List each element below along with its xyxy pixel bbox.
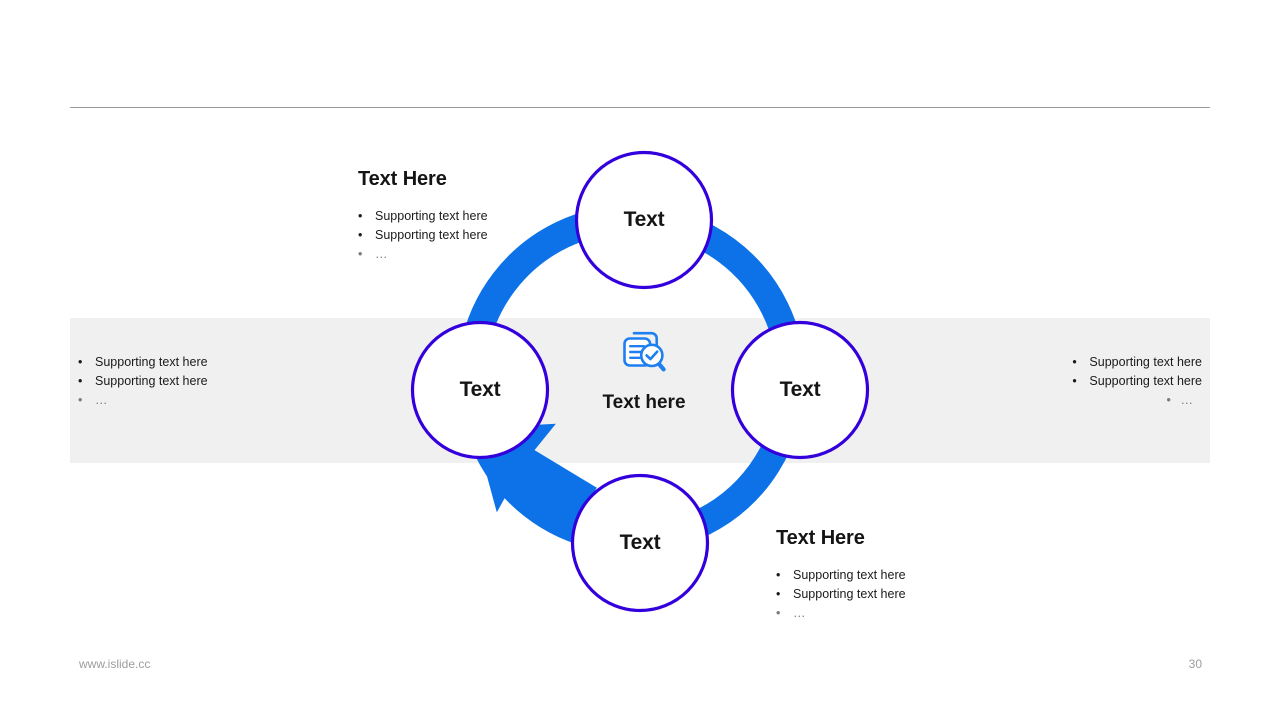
bullet-marker: •	[358, 228, 363, 242]
text-block-left: • Supporting text here • Supporting text…	[78, 353, 208, 410]
list-item: • …	[776, 604, 906, 623]
bullet-text: Supporting text here	[95, 374, 208, 388]
list-item: • …	[78, 391, 208, 410]
bullet-marker: •	[776, 568, 781, 582]
bullet-marker: •	[776, 606, 781, 620]
cycle-diagram	[410, 150, 870, 613]
list-item: • …	[358, 245, 488, 264]
center-label: Text here	[602, 392, 686, 413]
block-heading-top-left: Text Here	[358, 168, 447, 190]
text-block-top-left: Text Here • Supporting text here • Suppo…	[358, 168, 488, 264]
list-item: • Supporting text here	[358, 207, 488, 226]
block-heading-bottom-right: Text Here	[776, 527, 865, 549]
list-item: • …	[1010, 391, 1202, 410]
list-item: • Supporting text here	[1010, 353, 1202, 372]
node-label-left: Text	[459, 378, 501, 401]
node-circle-top[interactable]	[574, 150, 714, 290]
bullet-marker: •	[1072, 355, 1077, 369]
list-item: • Supporting text here	[1010, 372, 1202, 391]
bullet-text: Supporting text here	[375, 228, 488, 242]
bullet-marker: •	[78, 393, 83, 407]
bullet-text: …	[793, 606, 807, 620]
node-circle-left[interactable]	[410, 320, 550, 460]
node-label-right: Text	[779, 378, 821, 401]
header-divider	[70, 107, 1210, 108]
bullet-text: …	[375, 247, 389, 261]
node-label-top: Text	[623, 208, 665, 231]
list-item: • Supporting text here	[776, 566, 906, 585]
list-item: • Supporting text here	[358, 226, 488, 245]
bullet-marker: •	[776, 587, 781, 601]
bullet-list-left: • Supporting text here • Supporting text…	[78, 353, 208, 410]
bullet-list-top-left: • Supporting text here • Supporting text…	[358, 207, 488, 264]
node-circle-right[interactable]	[730, 320, 870, 460]
bullet-text: Supporting text here	[375, 209, 488, 223]
bullet-text: …	[95, 393, 109, 407]
list-item: • Supporting text here	[78, 372, 208, 391]
bullet-text: Supporting text here	[1089, 355, 1202, 369]
bullet-marker: •	[1166, 393, 1171, 407]
bullet-text: Supporting text here	[793, 568, 906, 582]
bullet-marker: •	[358, 247, 363, 261]
bullet-text: Supporting text here	[793, 587, 906, 601]
list-item: • Supporting text here	[78, 353, 208, 372]
footer-url[interactable]: www.islide.cc	[79, 657, 151, 671]
bullet-list-right: • Supporting text here • Supporting text…	[1010, 353, 1202, 410]
bullet-text: …	[1180, 393, 1194, 407]
node-label-bottom: Text	[619, 531, 661, 554]
text-block-right: • Supporting text here • Supporting text…	[1010, 353, 1202, 410]
bullet-list-bottom-right: • Supporting text here • Supporting text…	[776, 566, 906, 623]
bullet-marker: •	[1072, 374, 1077, 388]
bullet-text: Supporting text here	[1089, 374, 1202, 388]
document-search-check-icon	[623, 331, 666, 372]
list-item: • Supporting text here	[776, 585, 906, 604]
bullet-marker: •	[358, 209, 363, 223]
node-circle-bottom[interactable]	[570, 473, 710, 613]
text-block-bottom-right: Text Here • Supporting text here • Suppo…	[776, 527, 906, 623]
page-number: 30	[1188, 657, 1202, 671]
bullet-text: Supporting text here	[95, 355, 208, 369]
bullet-marker: •	[78, 355, 83, 369]
bullet-marker: •	[78, 374, 83, 388]
